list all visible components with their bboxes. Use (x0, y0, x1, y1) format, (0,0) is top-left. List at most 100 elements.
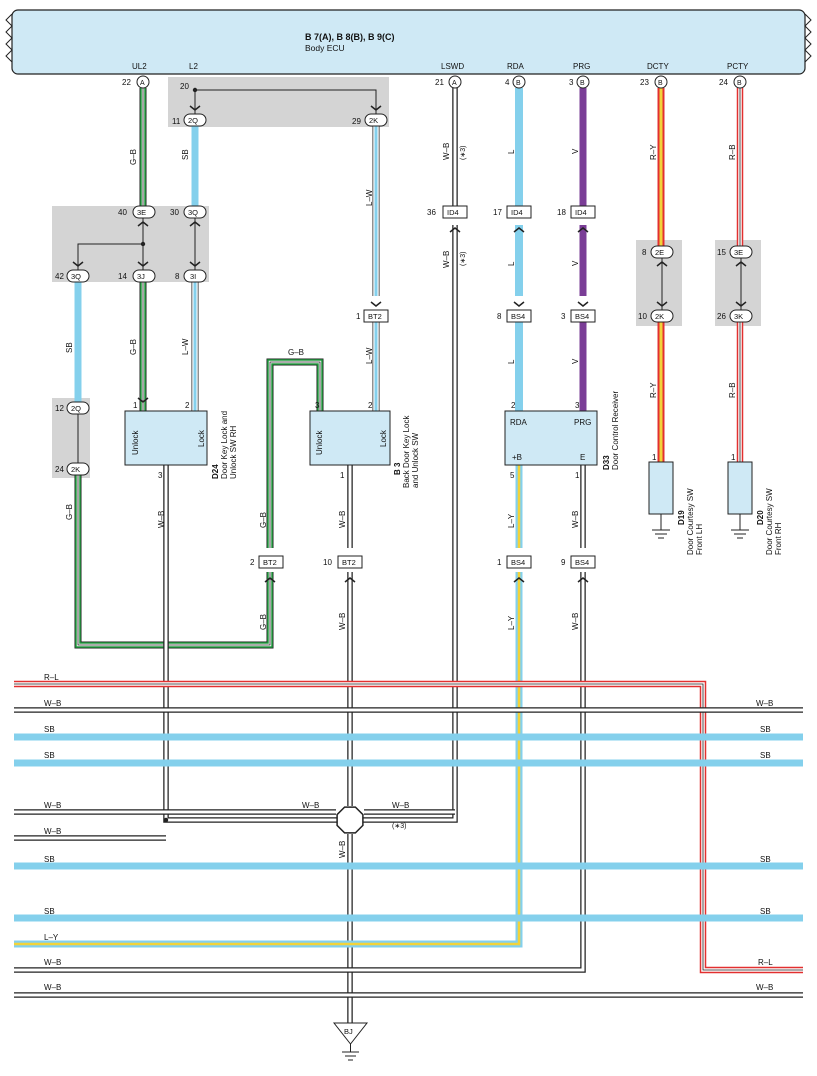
svg-text:1: 1 (356, 312, 361, 321)
connector-8-bs4: 8 BS4 (497, 309, 532, 323)
b3-back-door-key-lock-switch: 3 2 1 Unlock Lock B 3 Back Door Key Lock… (309, 401, 420, 488)
symbols (72, 87, 749, 834)
svg-text:8: 8 (642, 248, 647, 257)
terminal-label-lswd: LSWD (441, 62, 464, 71)
label-gb-loop: G–B (288, 348, 304, 357)
terminal-label-l2: L2 (189, 62, 198, 71)
label-bus-sb-1-right: SB (760, 725, 771, 734)
label-bus-wb-4-left: W–B (44, 958, 61, 967)
connector-17-id4: 17 ID4 (493, 205, 532, 219)
d19-code: D19 (677, 510, 686, 525)
pin-3: 3 (569, 78, 574, 87)
junction-14-3j: 14 3J (118, 269, 156, 283)
junction-11-2q: 11 2Q (172, 113, 207, 127)
svg-text:8: 8 (175, 272, 180, 281)
bus-rl (14, 680, 803, 974)
terminal-label-prg: PRG (573, 62, 590, 71)
label-v-prg-low: V (571, 358, 580, 364)
svg-text:Lock: Lock (197, 429, 206, 447)
label-wb-d24: W–B (157, 511, 166, 528)
svg-text:2Q: 2Q (188, 116, 198, 125)
d19-name-line2: Front LH (695, 524, 704, 555)
svg-text:BS4: BS4 (575, 558, 589, 567)
ecu-title: B 7(A), B 8(B), B 9(C) (305, 32, 395, 42)
label-sb-3q: SB (65, 342, 74, 353)
svg-text:10: 10 (323, 558, 332, 567)
label-wb-ground: W–B (338, 841, 347, 858)
svg-text:2: 2 (368, 401, 373, 410)
label-rb-pcty-top: R–B (728, 144, 737, 160)
svg-text:30: 30 (170, 208, 179, 217)
svg-text:1: 1 (652, 453, 657, 462)
wire-l2-split-b (195, 89, 377, 114)
d33-door-control-receiver: 2 3 RDA PRG +B E 5 1 D33 Door Control Re… (504, 391, 620, 480)
svg-text:10: 10 (638, 312, 647, 321)
wire-lswd-wb-down (354, 225, 458, 823)
ground-bj: BJ (332, 1022, 369, 1061)
label-lw-3i: L–W (181, 338, 190, 355)
b3-name-line2: and Unlock SW (411, 432, 420, 488)
svg-text:8: 8 (497, 312, 502, 321)
d19-door-courtesy-switch: 1 D19 Door Courtesy SW Front LH (648, 453, 704, 555)
connector-36-id4: 36 ID4 (427, 205, 468, 219)
d24-door-key-lock-switch: 1 2 3 Unlock Lock D24 Door Key Lock and … (124, 401, 238, 480)
label-bus-sb-3-right: SB (760, 855, 771, 864)
label-l-rda-top: L (507, 149, 516, 154)
wires (14, 88, 803, 1023)
svg-text:26: 26 (717, 312, 726, 321)
label-bus-sb-3-left: SB (44, 855, 55, 864)
svg-text:BT2: BT2 (342, 558, 356, 567)
d20-name-line1: Door Courtesy SW (765, 488, 774, 555)
svg-text:24: 24 (55, 465, 64, 474)
wire-ly-bus (14, 572, 523, 948)
terminal-label-pcty: PCTY (727, 62, 749, 71)
pin-23: 23 (640, 78, 649, 87)
junction-42-3q: 42 3Q (55, 269, 90, 283)
junction-30-3q: 30 3Q (170, 205, 207, 219)
svg-text:E: E (580, 453, 585, 462)
svg-text:3: 3 (561, 312, 566, 321)
label-wb-bt2-down: W–B (338, 613, 347, 630)
wire-3e-3q (77, 243, 143, 270)
conn-b-rda: B (516, 80, 521, 87)
svg-text:1: 1 (133, 401, 138, 410)
svg-text:3K: 3K (734, 312, 743, 321)
label-ry-dcty-top: R–Y (649, 144, 658, 160)
label-sb-l2: SB (181, 149, 190, 160)
svg-text:BT2: BT2 (263, 558, 277, 567)
label-bus-wb-3-left: W–B (44, 827, 61, 836)
label-bus-wb-5-right: W–B (756, 983, 773, 992)
d20-door-courtesy-switch: 1 D20 Door Courtesy SW Front RH (727, 453, 783, 555)
label-bus-wb-2-mid: W–B (302, 801, 319, 810)
wire-b3-unlock-gb (266, 358, 324, 548)
connector-1-bs4: 1 BS4 (497, 555, 532, 569)
d20-name-line2: Front RH (774, 522, 783, 555)
label-wb-d33: W–B (571, 511, 580, 528)
svg-text:2E: 2E (655, 248, 664, 257)
svg-text:14: 14 (118, 272, 127, 281)
svg-text:ID4: ID4 (575, 208, 587, 217)
svg-text:2K: 2K (655, 312, 664, 321)
svg-text:Unlock: Unlock (131, 430, 140, 455)
ground-bj-label: BJ (344, 1027, 353, 1036)
d24-name-line1: Door Key Lock and (220, 411, 229, 479)
connector-10-bt2: 10 BT2 (323, 555, 363, 569)
b3-name-line1: Back Door Key Lock (402, 415, 411, 488)
label-lw-2k: L–W (365, 189, 374, 206)
label-wb-bs4-down: W–B (571, 613, 580, 630)
svg-text:1: 1 (497, 558, 502, 567)
label-note3-mid: (∗3) (460, 252, 467, 266)
svg-text:1: 1 (340, 471, 345, 480)
svg-text:ID4: ID4 (447, 208, 459, 217)
svg-text:2Q: 2Q (71, 404, 81, 413)
label-rb-pcty-low: R–B (728, 382, 737, 398)
connector-18-id4: 18 ID4 (557, 205, 596, 219)
svg-text:3J: 3J (137, 272, 145, 281)
label-bus-sb-4-left: SB (44, 907, 55, 916)
svg-text:PRG: PRG (574, 418, 591, 427)
connector-1-bt2: 1 BT2 (356, 309, 389, 323)
conn-b-dcty: B (658, 80, 663, 87)
d33-code: D33 (602, 455, 611, 470)
pin-21: 21 (435, 78, 444, 87)
